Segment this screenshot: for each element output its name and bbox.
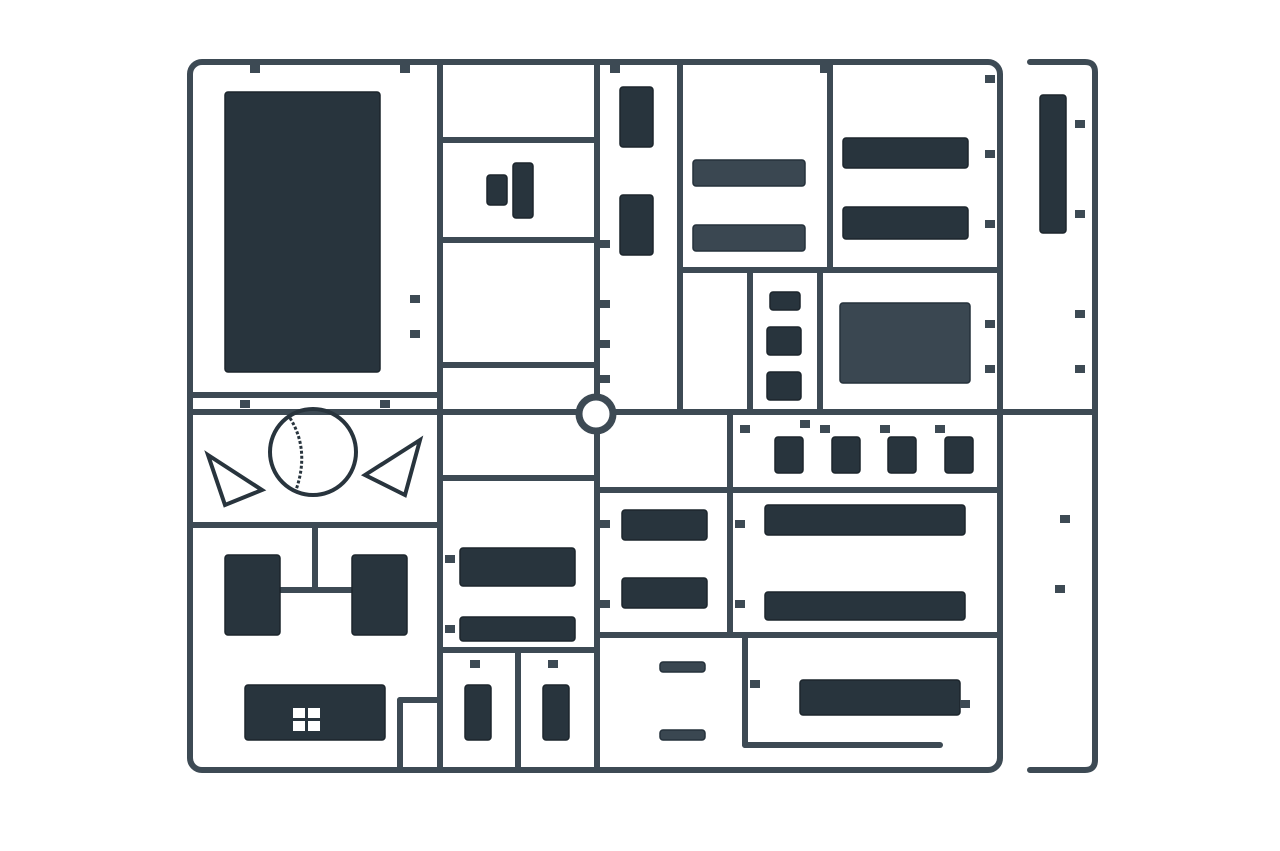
fender-part (224, 554, 281, 636)
gate-tab (1075, 310, 1085, 318)
side-panel-part (459, 616, 576, 642)
gate-tab (1060, 515, 1070, 523)
window-pane (308, 721, 320, 731)
gate-tab (1075, 365, 1085, 373)
small-box-part (619, 86, 654, 148)
gate-tab (735, 520, 745, 528)
gate-tab (985, 365, 995, 373)
gate-tab (600, 375, 610, 383)
gate-tab (400, 65, 410, 73)
kit-parts (204, 65, 1085, 741)
box-part (766, 371, 802, 401)
gate-tab (960, 700, 970, 708)
rack-part (659, 661, 706, 673)
gate-tab (410, 295, 420, 303)
tarp-roll-part (799, 679, 961, 716)
small-part (769, 291, 801, 311)
long-panel-part (764, 591, 966, 621)
gate-tab (750, 680, 760, 688)
rack-part (659, 729, 706, 741)
gate-tab (1055, 585, 1065, 593)
side-runner (1027, 59, 1098, 773)
gate-tab (600, 520, 610, 528)
small-block-part (486, 174, 508, 206)
gate-tab (250, 65, 260, 73)
wheel-part (268, 407, 358, 497)
seat-part (774, 436, 804, 474)
long-panel-part (764, 504, 966, 536)
gate-tab (600, 300, 610, 308)
seat-part (831, 436, 861, 474)
gate-tab (985, 320, 995, 328)
gate-tab (410, 330, 420, 338)
gate-tab (240, 400, 250, 408)
ring-part (268, 407, 358, 497)
box-part (766, 326, 802, 356)
bench-part (621, 509, 708, 541)
gate-tab (820, 425, 830, 433)
sprue-hub (575, 393, 617, 435)
gate-tab (740, 425, 750, 433)
gate-tab (380, 400, 390, 408)
window-pane (293, 708, 305, 718)
panel-part (692, 224, 806, 252)
gate-tab (600, 340, 610, 348)
door-part (464, 684, 492, 741)
gate-tab (985, 150, 995, 158)
seat-part (944, 436, 974, 474)
gate-tab (735, 600, 745, 608)
gate-tab (935, 425, 945, 433)
gate-tab (610, 65, 620, 73)
gate-tab (600, 600, 610, 608)
canopy-part (224, 91, 381, 373)
gate-tab (985, 75, 995, 83)
door-part (542, 684, 570, 741)
gate-tab (1075, 210, 1085, 218)
side-panel-part (459, 547, 576, 587)
plank-part (1039, 94, 1067, 234)
gate-tab (470, 660, 480, 668)
gate-tab (820, 65, 830, 73)
small-block-part (512, 162, 534, 219)
small-box-part (619, 194, 654, 256)
triangle-frame-part (360, 435, 424, 498)
gate-tab (548, 660, 558, 668)
internal-runners (187, 59, 1098, 773)
panel-part (692, 159, 806, 187)
gate-tab (880, 425, 890, 433)
fender-part (351, 554, 408, 636)
bench-part (621, 577, 708, 609)
panel-part (842, 137, 969, 169)
gate-tab (800, 420, 810, 428)
gate-tab (600, 240, 610, 248)
window-pane (293, 721, 305, 731)
gate-tab (985, 220, 995, 228)
seat-part (887, 436, 917, 474)
ring-strut (288, 417, 304, 491)
gate-tab (1075, 120, 1085, 128)
gate-tab (445, 555, 455, 563)
hub-ring (575, 393, 617, 435)
floor-panel-part (839, 302, 971, 384)
panel-part (842, 206, 969, 240)
triangle-frame-part (204, 450, 267, 508)
gate-tab (445, 625, 455, 633)
window-pane (308, 708, 320, 718)
